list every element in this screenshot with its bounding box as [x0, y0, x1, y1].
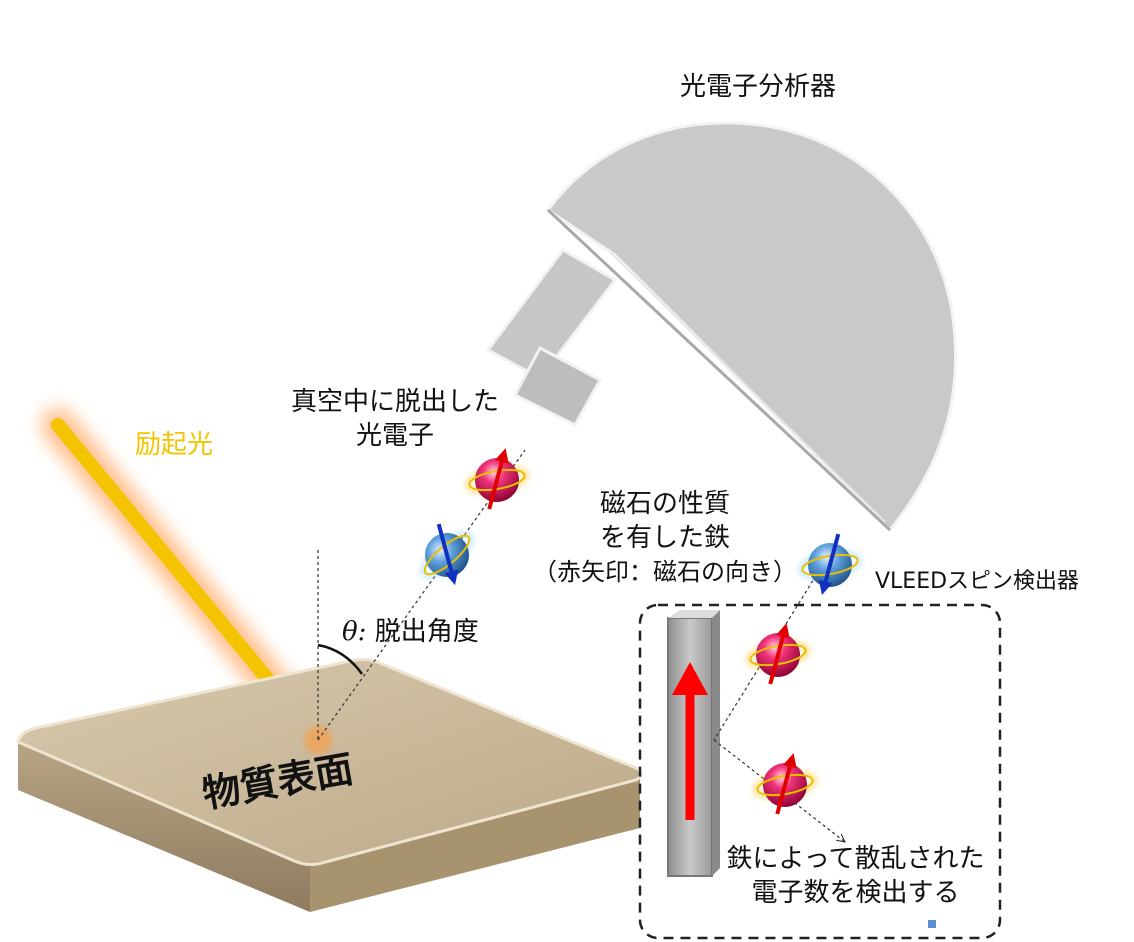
scatter-label-line2: 電子数を検出する [751, 878, 960, 908]
detector-electron-spin-up-incoming [739, 622, 815, 693]
emitted-electron-label-line2: 光電子 [355, 421, 434, 451]
excitation-light-label: 励起光 [135, 430, 214, 460]
analyzer-hemisphere [545, 121, 958, 533]
iron-target [667, 610, 720, 877]
scattered-electron-spin-up [746, 752, 822, 823]
emitted-electron-label: 真空中に脱出した 光電子 [270, 385, 520, 453]
analyzer-hemisphere-edge [546, 208, 892, 532]
emitted-electron-label-line1: 真空中に脱出した [290, 387, 499, 417]
vleed-detector-box [638, 603, 1002, 940]
detector-label: VLEEDスピン検出器 [875, 569, 1080, 594]
analyzer-lens-tip [512, 345, 603, 427]
iron-label-line1: 磁石の性質 [599, 489, 730, 519]
material-surface [16, 658, 643, 912]
iron-label-line2: を有した鉄 [599, 523, 730, 553]
emission-angle-arc [317, 643, 364, 675]
magnetization-arrow [672, 662, 708, 820]
surface-side-right [310, 778, 640, 912]
iron-label-line3: （赤矢印：磁石の向き） [533, 558, 797, 586]
iron-label: 磁石の性質 を有した鉄 （赤矢印：磁石の向き） [515, 487, 815, 589]
scattered-path-line [713, 739, 845, 842]
emission-angle-text: 脱出角度 [374, 617, 479, 647]
emission-angle-label: θ: 脱出角度 [342, 615, 479, 649]
theta-symbol: θ: [342, 617, 367, 647]
scatter-label: 鉄によって散乱された 電子数を検出する [718, 842, 993, 910]
scatter-label-line1: 鉄によって散乱された [726, 844, 985, 874]
surface-top [16, 658, 643, 866]
small-marker [928, 920, 936, 928]
photoelectron-analyzer [485, 121, 958, 533]
emitted-electron-spin-down [408, 516, 484, 587]
surface-side-left [18, 742, 310, 912]
analyzer-label: 光電子分析器 [680, 72, 837, 102]
